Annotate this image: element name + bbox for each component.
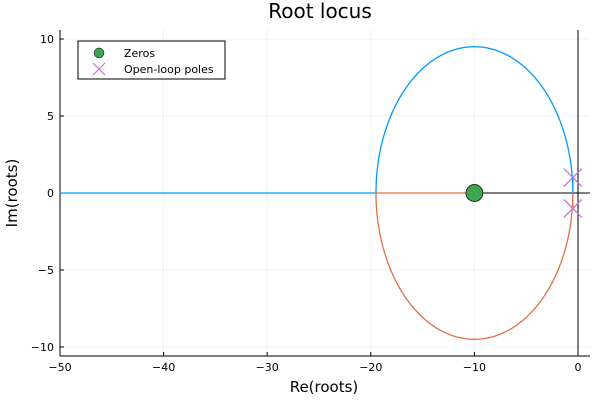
legend-zeros-marker: [93, 47, 105, 59]
x-tick-label: −30: [256, 361, 279, 374]
x-tick-label: −10: [463, 361, 486, 374]
chart-title: Root locus: [268, 0, 372, 23]
markers: [465, 168, 583, 218]
zero-marker: [465, 184, 484, 202]
legend-poles-label: Open-loop poles: [124, 63, 214, 76]
pole-marker: [563, 198, 583, 218]
x-tick-label: 0: [575, 361, 582, 374]
y-tick-label: 5: [47, 110, 54, 123]
x-axis-title: Re(roots): [290, 378, 359, 396]
legend-poles-marker: [92, 62, 106, 76]
x-tick-label: −40: [152, 361, 175, 374]
legend-zeros-label: Zeros: [124, 47, 155, 60]
y-tick-label: −10: [31, 341, 54, 354]
legend: Zeros Open-loop poles: [77, 40, 226, 80]
upper-locus-branch: [60, 46, 574, 194]
y-tick-label: 0: [47, 187, 54, 200]
locus-branches: [60, 46, 574, 340]
lower-locus-branch: [375, 192, 574, 340]
x-tick-label: −20: [359, 361, 382, 374]
y-tick-label: 10: [40, 33, 54, 46]
x-tick-label: −50: [48, 361, 71, 374]
y-tick-label: −5: [38, 264, 54, 277]
pole-marker: [563, 168, 583, 188]
y-axis-title: Im(roots): [3, 159, 21, 228]
